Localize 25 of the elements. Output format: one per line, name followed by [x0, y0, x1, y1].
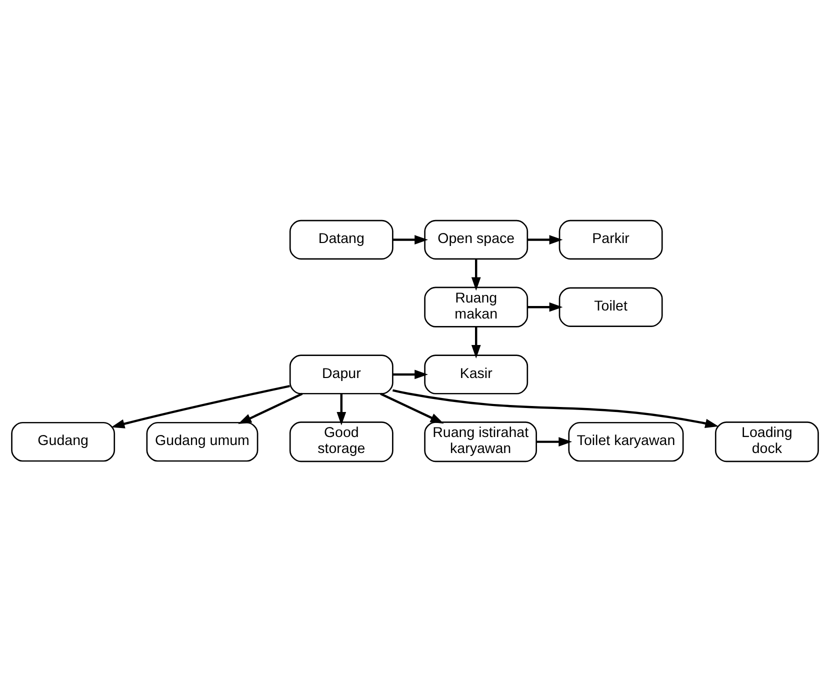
arrow	[392, 369, 428, 379]
node-box: Toilet	[558, 286, 663, 326]
node-box: Kasir	[424, 354, 528, 394]
arrow	[392, 234, 428, 244]
node-box: Dapur	[289, 354, 394, 394]
arrow	[336, 393, 346, 425]
node-box: Loading dock	[714, 421, 819, 462]
arrow	[380, 392, 444, 424]
node-box: Good storage	[289, 421, 394, 462]
arrow	[471, 326, 481, 358]
arrow	[238, 392, 303, 424]
node-box: Ruang istirahat karyawan	[424, 421, 537, 462]
arrow	[527, 302, 563, 312]
node-box: Parkir	[558, 219, 663, 260]
node-box: Gudang	[11, 421, 116, 462]
arrow	[111, 384, 290, 428]
arrow	[392, 388, 719, 428]
node-box: Toilet karyawan	[568, 421, 684, 462]
node-box: Ruang makan	[424, 286, 528, 327]
arrow	[471, 258, 481, 290]
arrow	[527, 234, 563, 244]
node-box: Open space	[424, 219, 528, 260]
node-box: Datang	[289, 219, 394, 260]
node-box: Gudang umum	[146, 421, 258, 462]
arrow	[536, 436, 572, 446]
